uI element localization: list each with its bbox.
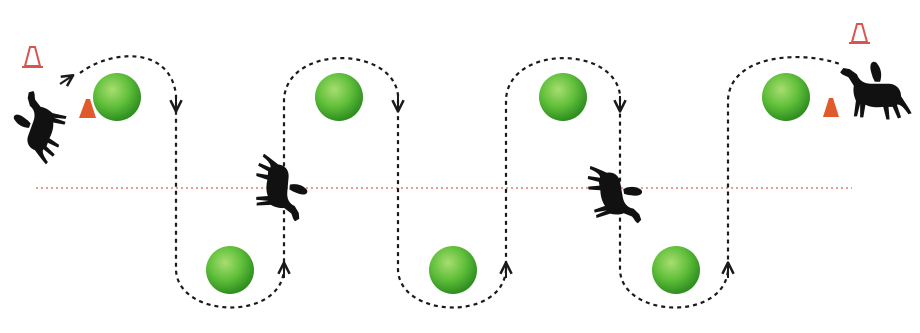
green-ball-icon — [93, 73, 141, 121]
cone-outline-icon — [849, 23, 870, 44]
traffic-cone-icon — [79, 99, 96, 118]
arrow-icon — [59, 73, 75, 87]
horse-rider-silhouette-icon — [584, 157, 648, 231]
green-ball-icon — [539, 73, 587, 121]
green-ball-icon — [652, 246, 700, 294]
balls-bottom — [206, 246, 700, 294]
green-ball-icon — [762, 73, 810, 121]
traffic-cone-icon — [823, 98, 839, 117]
horse-rider-silhouette-icon — [840, 61, 912, 120]
balls-top — [93, 73, 810, 121]
green-ball-icon — [206, 246, 254, 294]
cone-outline-icon — [22, 46, 43, 68]
green-ball-icon — [429, 246, 477, 294]
horse-rider-silhouette-icon — [2, 87, 74, 167]
path-arrows — [59, 73, 735, 278]
green-ball-icon — [315, 73, 363, 121]
serpentine-path — [79, 55, 841, 309]
